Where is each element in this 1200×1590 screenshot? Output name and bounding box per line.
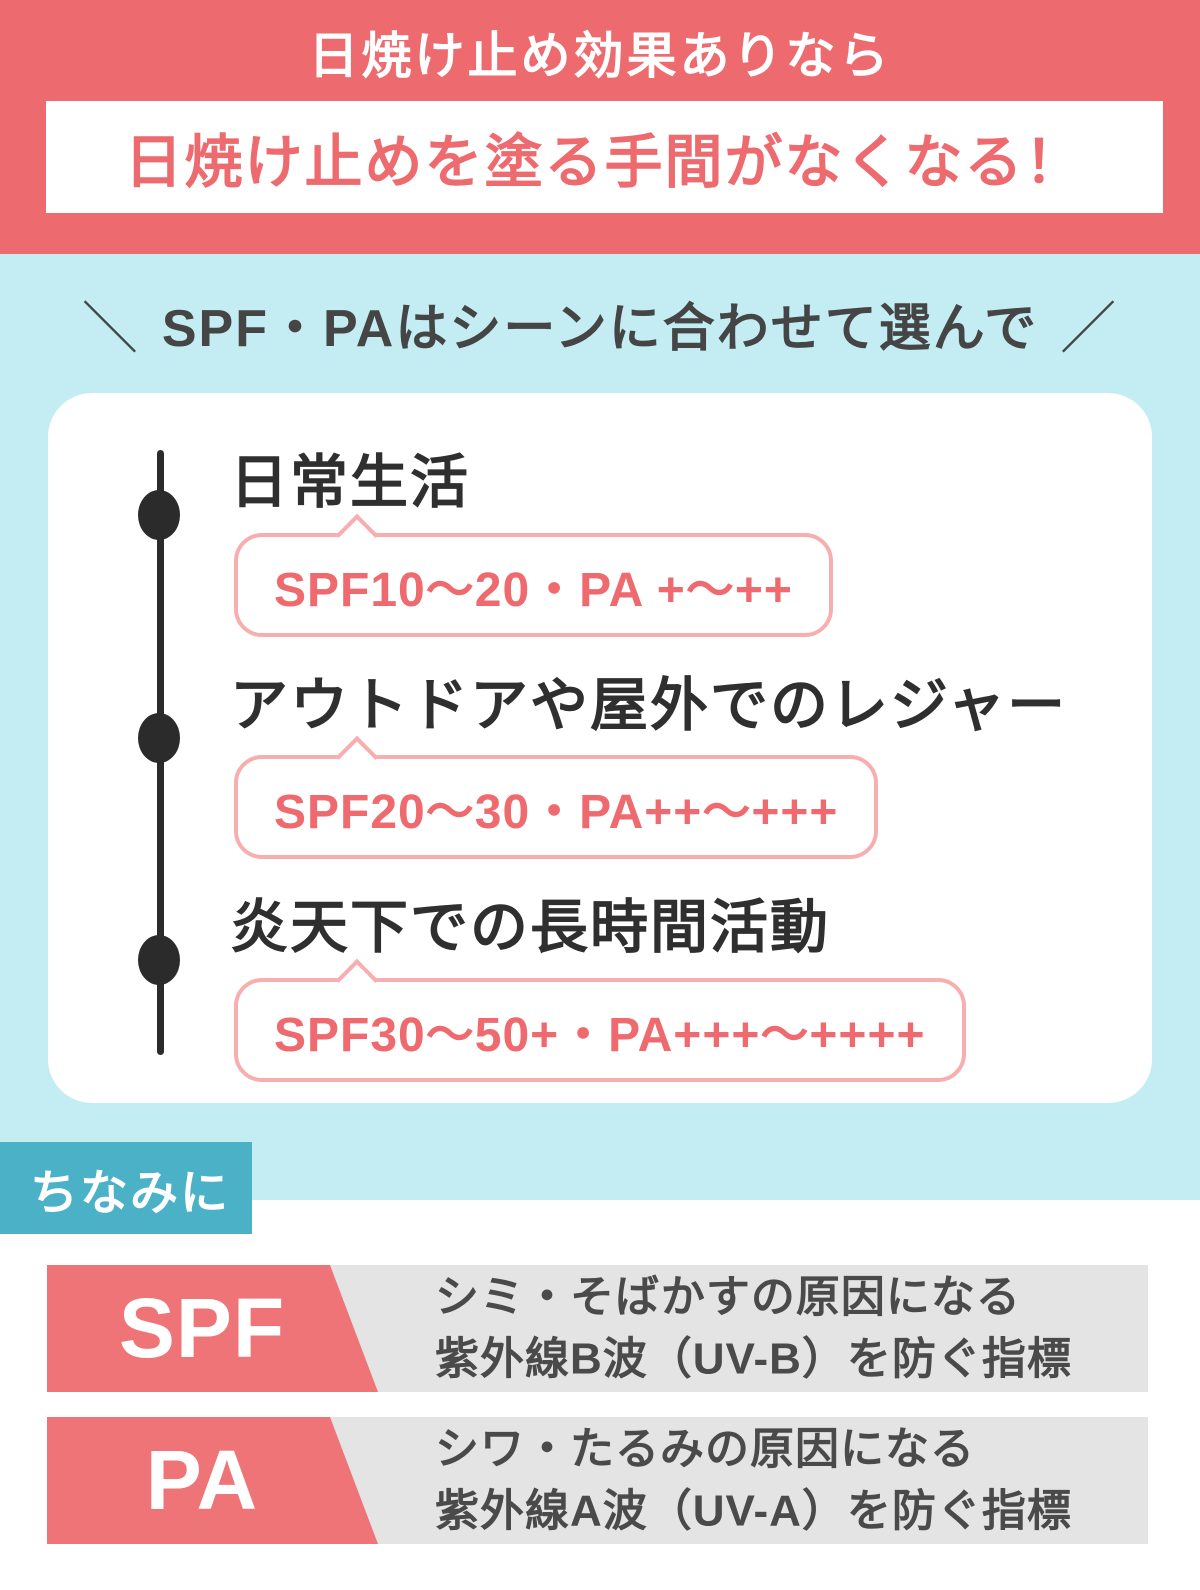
note-row-pa: PA シワ・たるみの原因になる 紫外線A波（UV-A）を防ぐ指標 [47,1417,1148,1544]
right-slash-decoration: ／ [1060,297,1119,360]
timeline-item-label: アウトドアや屋外でのレジャー [230,672,1068,738]
pa-description-line2: 紫外線A波（UV-A）を防ぐ指標 [435,1486,1072,1536]
timeline-item-label: 炎天下での長時間活動 [230,895,831,961]
hero-headline-box: 日焼け止めを塗る手間がなくなる！ [46,101,1163,213]
pa-description-line1: シワ・たるみの原因になる [435,1424,975,1474]
scene-title-text: SPF・PAはシーンに合わせて選んで [161,300,1039,358]
scene-section-title: ＼ SPF・PAはシーンに合わせて選んで ／ [0,282,1200,363]
timeline-dot-icon [138,935,180,986]
note-row-spf: SPF シミ・そばかすの原因になる 紫外線B波（UV-B）を防ぐ指標 [47,1265,1148,1392]
timeline-item-blazing-sun: 炎天下での長時間活動 SPF30〜50+・PA+++〜++++ [138,895,1112,1083]
pa-description: シワ・たるみの原因になる 紫外線A波（UV-A）を防ぐ指標 [435,1418,1072,1543]
timeline-item-outdoor: アウトドアや屋外でのレジャー SPF20〜30・PA++〜+++ [138,672,1112,860]
spf-description: シミ・そばかすの原因になる 紫外線B波（UV-B）を防ぐ指標 [435,1266,1072,1391]
pa-term-badge: PA [47,1417,378,1544]
timeline-item-daily: 日常生活 SPF10〜20・PA +〜++ [138,450,1112,637]
spf-value-bubble: SPF10〜20・PA +〜++ [234,532,833,637]
hero-headline: 日焼け止めを塗る手間がなくなる！ [124,130,1085,195]
spf-description-line2: 紫外線B波（UV-B）を防ぐ指標 [435,1334,1072,1384]
spf-value-bubble: SPF30〜50+・PA+++〜++++ [234,978,966,1083]
scene-section: ＼ SPF・PAはシーンに合わせて選んで ／ 日常生活 SPF10〜20・PA +〜… [0,254,1200,1200]
spf-description-line1: シミ・そばかすの原因になる [435,1272,1021,1322]
hero-section: 日焼け止め効果ありなら 日焼け止めを塗る手間がなくなる！ [0,0,1200,254]
spf-term-badge: SPF [47,1265,378,1392]
left-slash-decoration: ＼ [81,297,140,360]
timeline-item-label: 日常生活 [230,450,471,515]
spf-value-bubble: SPF20〜30・PA++〜+++ [234,755,879,860]
timeline-dot-icon [138,490,180,540]
hero-top-label: 日焼け止め効果ありなら [308,28,892,84]
scene-card: 日常生活 SPF10〜20・PA +〜++ アウトドアや屋外でのレジャー SPF… [48,393,1152,1103]
timeline-list: 日常生活 SPF10〜20・PA +〜++ アウトドアや屋外でのレジャー SPF… [48,393,1152,1103]
timeline-dot-icon [138,712,180,763]
note-tag: ちなみに [0,1142,252,1234]
